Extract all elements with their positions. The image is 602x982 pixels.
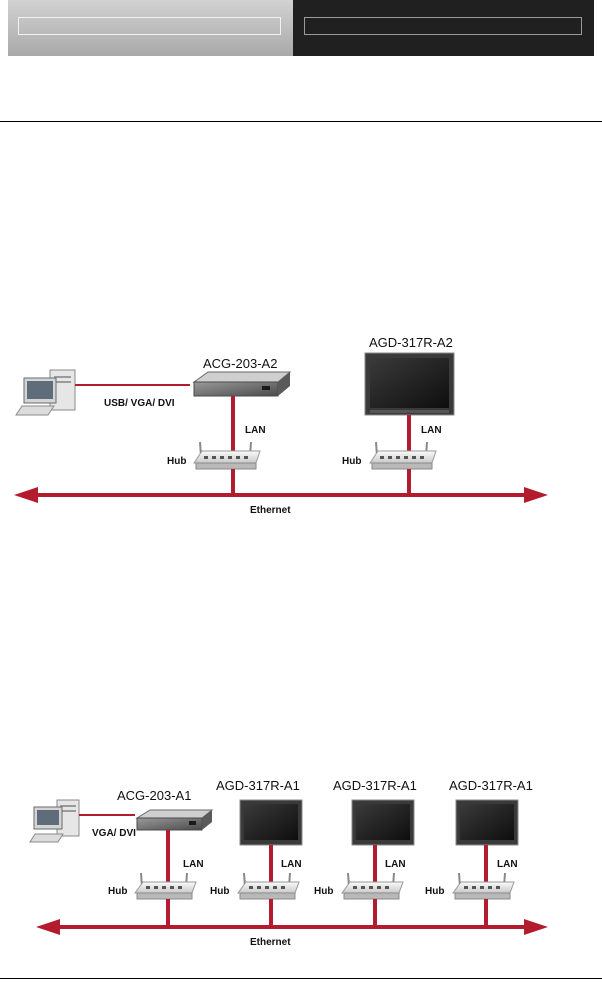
lan-label-2: LAN <box>421 425 442 436</box>
bottom-divider <box>0 978 602 979</box>
hub-icon-1 <box>193 441 261 470</box>
monitor-icon-3 <box>455 799 519 846</box>
diagram-single-display: USB/ VGA/ DVI ACG-203-A2 LAN Hub AGD-317… <box>14 335 548 516</box>
diagram-multi-display: VGA/ DVI ACG-203-A1 LAN Hub AGD-317R-A1 … <box>29 778 548 948</box>
lan-label-2: LAN <box>281 859 302 870</box>
hub-label-1: Hub <box>108 886 127 897</box>
graphics-box-icon <box>135 809 214 831</box>
hub-label-2: Hub <box>210 886 229 897</box>
hub-label-1: Hub <box>167 456 186 467</box>
connection-label: VGA/ DVI <box>92 828 136 839</box>
lan-label-3: LAN <box>385 859 406 870</box>
header-right-bar <box>304 17 582 35</box>
display-label: AGD-317R-A2 <box>369 335 453 350</box>
header-right-panel <box>293 0 594 56</box>
connection-label: USB/ VGA/ DVI <box>104 398 175 409</box>
computer-icon <box>15 369 76 416</box>
monitor-icon-2 <box>351 799 415 846</box>
hub-icon-1 <box>134 872 197 900</box>
hub-label-3: Hub <box>314 886 333 897</box>
header-left-bar <box>18 17 281 35</box>
hub-icon-2 <box>369 441 437 470</box>
display-label-1: AGD-317R-A1 <box>216 778 300 793</box>
hub-icon-3 <box>341 872 404 900</box>
ethernet-backbone <box>14 487 548 503</box>
source-label: ACG-203-A1 <box>117 788 191 803</box>
hub-label-2: Hub <box>342 456 361 467</box>
lan-label-4: LAN <box>497 859 518 870</box>
ethernet-backbone <box>36 919 548 935</box>
display-label-2: AGD-317R-A1 <box>333 778 417 793</box>
display-label-3: AGD-317R-A1 <box>449 778 533 793</box>
computer-icon <box>29 799 80 843</box>
hub-label-4: Hub <box>425 886 444 897</box>
network-label: Ethernet <box>250 937 291 948</box>
top-divider <box>0 121 602 122</box>
header-left-panel <box>8 0 293 56</box>
hub-icon-4 <box>452 872 515 900</box>
source-label: ACG-203-A2 <box>203 356 277 371</box>
graphics-box-icon <box>192 371 292 397</box>
lan-label-1: LAN <box>245 425 266 436</box>
monitor-icon <box>364 352 455 416</box>
network-label: Ethernet <box>250 505 291 516</box>
lan-label-1: LAN <box>183 859 204 870</box>
monitor-icon-1 <box>239 799 303 846</box>
hub-icon-2 <box>237 872 300 900</box>
